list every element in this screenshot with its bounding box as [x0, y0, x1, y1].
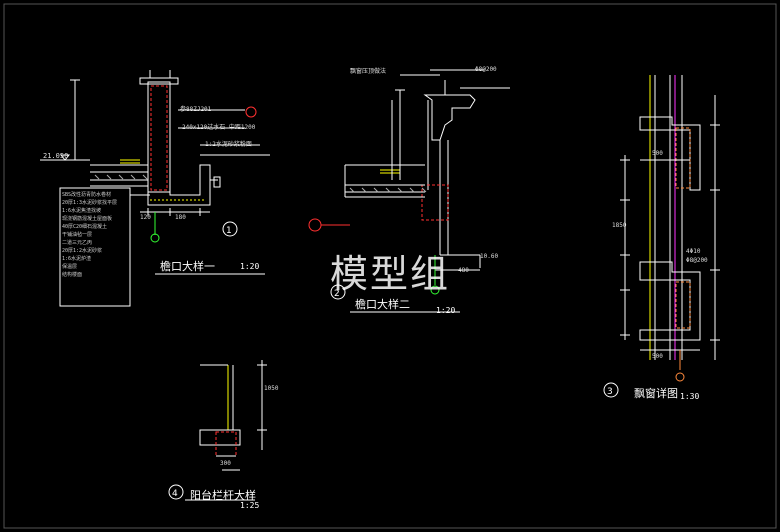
note-line: 20厚1:3水泥砂浆找平层 — [62, 200, 118, 206]
note-line: 20厚1:2水泥砂浆 — [62, 248, 103, 254]
d1-notes-list: SBS改性沥青防水卷材 20厚1:3水泥砂浆找平层 1:6水泥焦渣找坡 现浇钢筋… — [62, 191, 130, 279]
sheet-border — [3, 3, 777, 529]
d3-bar-label: Φ8@200 — [686, 257, 708, 264]
note-line: SBS改性沥青防水卷材 — [62, 192, 112, 198]
detail-2-drawing: 2 — [308, 69, 510, 313]
detail-4-title: 阳台栏杆大样 — [190, 489, 256, 502]
d2-beam — [421, 184, 449, 221]
d1-dim-left: 120 — [140, 214, 151, 221]
d1-cap — [139, 77, 179, 85]
detail-1-scale: 1:20 — [240, 262, 260, 271]
note-line: 结构楼面 — [62, 272, 83, 278]
d2-note-label: 飘窗压顶做法 — [350, 68, 387, 75]
d1-parapet-hatch — [150, 85, 168, 191]
detail-3-drawing: 3 — [603, 75, 720, 398]
d3-top-slab — [639, 116, 701, 191]
d4-dim-label: 1050 — [264, 385, 279, 392]
d1-cap-label: 240x120过水石 中距1200 — [182, 124, 256, 131]
svg-text:3: 3 — [607, 387, 613, 397]
svg-text:1: 1 — [226, 226, 232, 236]
d2-dim-a: 10.60 — [480, 253, 499, 260]
d3-dim-4a10: 4Φ10 — [686, 248, 701, 255]
d4-slab — [199, 429, 241, 446]
note-line: 1:6水泥焦渣找坡 — [62, 208, 102, 214]
watermark: 模型组 — [330, 252, 451, 296]
note-line: 现浇钢筋混凝土屋面板 — [62, 216, 113, 222]
d3-dim-1850: 1850 — [612, 222, 627, 229]
detail-1-drawing: 1 — [40, 70, 270, 307]
note-line: 1:6水泥炉渣 — [62, 256, 92, 262]
d1-gutter — [147, 164, 211, 206]
d1-reference-label: 参88ZJ201 — [180, 106, 212, 113]
detail-3-title: 飘窗详图 — [634, 387, 678, 400]
note-line: 保温层 — [62, 264, 78, 270]
detail-1-title: 檐口大样一 — [160, 260, 215, 273]
note-line: 二道三元乙丙 — [62, 240, 93, 246]
d2-bar-label: Φ8@200 — [475, 66, 497, 73]
svg-text:4: 4 — [172, 489, 178, 499]
detail-4-drawing: 4 — [168, 360, 267, 501]
d3-bottom-slab — [639, 261, 701, 341]
detail-4-scale: 1:25 — [240, 501, 260, 510]
d1-parapet — [147, 81, 171, 193]
detail-2-title: 檐口大样二 — [355, 298, 410, 311]
d1-elevation-label: 21.050 — [43, 152, 69, 160]
d2-wall — [439, 140, 449, 255]
note-line: 干铺油毡一层 — [62, 232, 93, 238]
d2-slab — [345, 164, 425, 198]
d1-dim-bottom: 180 — [175, 214, 186, 221]
d1-mortar-label: 1:2水泥砂浆粉面 — [205, 141, 252, 148]
d3-dim-500-top: 500 — [652, 150, 663, 157]
d1-slab — [90, 164, 148, 187]
detail-3-scale: 1:30 — [680, 392, 700, 401]
d4-dim-b-label: 300 — [220, 460, 231, 467]
d3-dim-500-bot: 500 — [652, 353, 663, 360]
d2-cornice — [423, 94, 476, 141]
detail-2-scale: 1:20 — [436, 306, 456, 315]
note-line: 40厚C20细石混凝土 — [62, 224, 108, 230]
d2-dim-b: 480 — [458, 267, 469, 274]
svg-text:2: 2 — [334, 289, 340, 299]
